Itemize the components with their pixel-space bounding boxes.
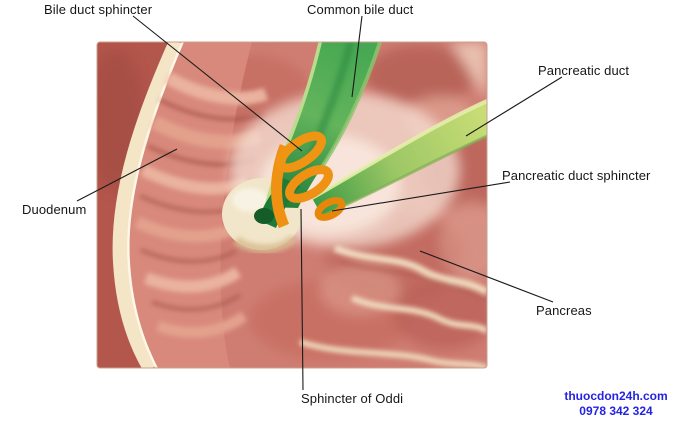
leader-line-duodenum (76, 148, 178, 202)
label-pancreatic-duct: Pancreatic duct (538, 63, 630, 78)
label-pancreas: Pancreas (536, 303, 592, 318)
sphincter-of-oddi-shape (271, 131, 346, 229)
label-bile-duct-sphincter: Bile duct sphincter (44, 2, 153, 17)
watermark-phone: 0978 342 324 (579, 404, 653, 418)
label-duodenum: Duodenum (22, 202, 87, 217)
leader-line-bile-duct-sphincter (132, 15, 303, 152)
leader-line-pancreas (419, 250, 554, 303)
leader-line-common-bile-duct (351, 15, 363, 98)
watermark-site: thuocdon24h.com (564, 389, 668, 403)
leader-lines (76, 15, 563, 391)
illustration-border (96, 41, 488, 369)
label-common-bile-duct: Common bile duct (307, 2, 414, 17)
leader-line-sphincter-of-oddi (300, 208, 304, 391)
label-pancreatic-duct-sphincter: Pancreatic duct sphincter (502, 168, 651, 183)
leader-line-pancreatic-duct-sphincter (331, 181, 511, 212)
pancreas-tissue (299, 244, 487, 368)
leader-line-pancreatic-duct (465, 76, 563, 137)
watermark: thuocdon24h.com 0978 342 324 (552, 389, 680, 419)
label-sphincter-of-oddi: Sphincter of Oddi (301, 391, 404, 406)
